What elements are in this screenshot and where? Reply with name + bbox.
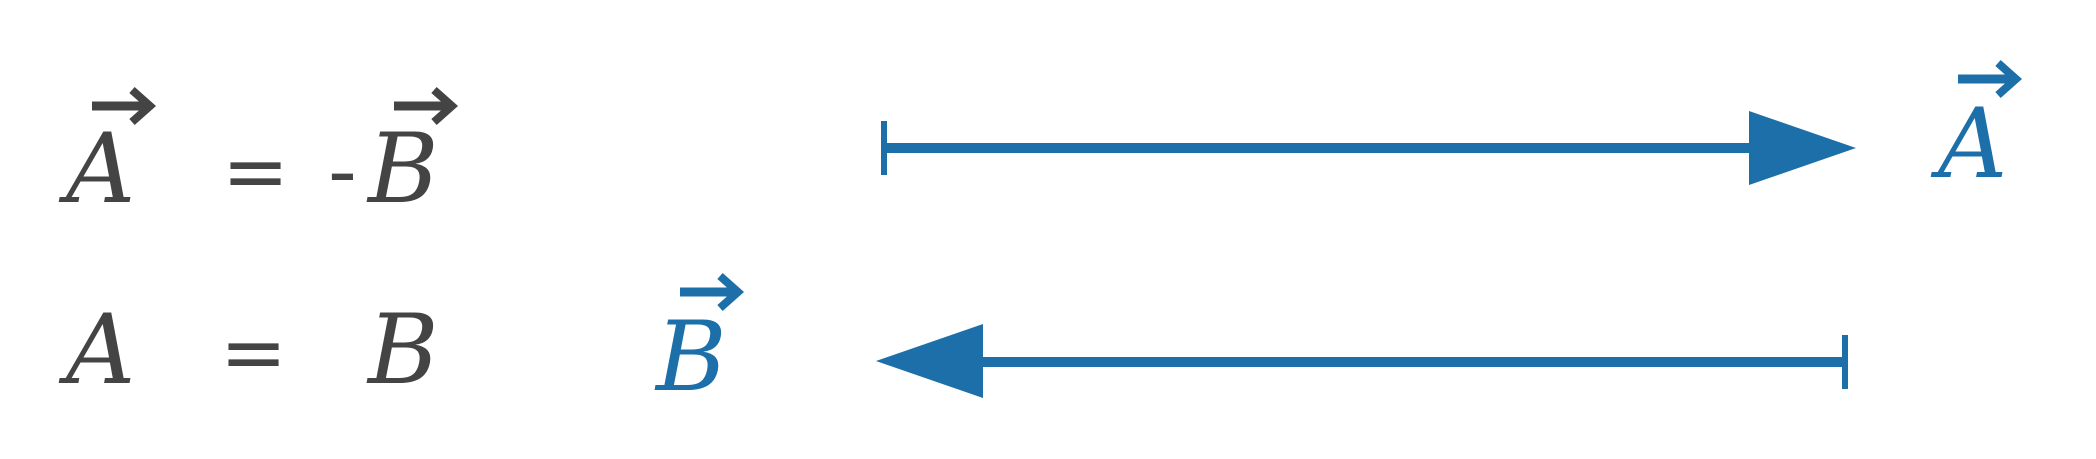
eq2-rhs: B <box>366 294 439 406</box>
equation-magnitude: A = B <box>58 294 439 406</box>
vector-a-arrow <box>881 111 1856 185</box>
eq1-lhs: A <box>58 113 135 225</box>
vector-b-arrow <box>876 324 1848 398</box>
eq2-equals: = <box>220 306 287 399</box>
svg-text:A: A <box>1930 88 2007 200</box>
eq2-lhs: A <box>58 294 135 406</box>
vector-b-label: B <box>654 276 738 413</box>
vector-a-label: A <box>1930 63 2016 200</box>
svg-text:B: B <box>654 301 727 413</box>
eq1-rhs: B <box>366 113 439 225</box>
eq1-sign: - <box>328 125 357 218</box>
eq1-equals: = <box>222 125 289 218</box>
equation-vector: A = - B <box>58 90 452 225</box>
